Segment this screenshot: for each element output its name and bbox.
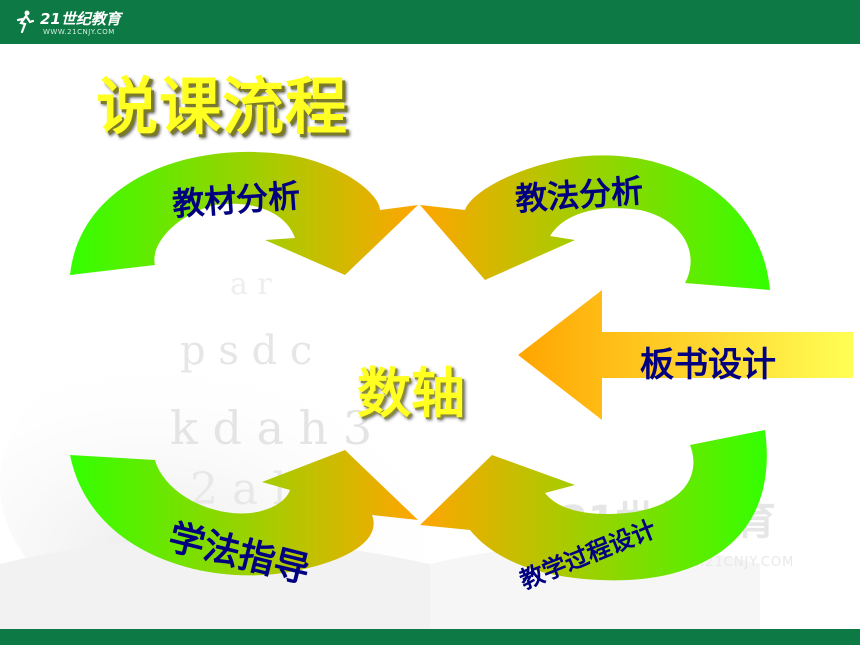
logo-text: 21世纪教育 — [40, 10, 121, 28]
label-board-design: 板书设计 — [640, 345, 776, 385]
slide-title: 说课流程 — [96, 70, 349, 143]
center-topic: 数轴 — [357, 362, 465, 425]
top-header-bar: 21世纪教育 WWW.21CNJY.COM — [0, 0, 860, 44]
arrow-curve-teaching-method — [420, 155, 770, 290]
arrow-curve-learning-method — [70, 450, 418, 576]
brand-logo[interactable]: 21世纪教育 WWW.21CNJY.COM — [10, 4, 130, 42]
label-teaching-method: 教法分析 — [513, 171, 645, 219]
label-textbook-analysis: 教材分析 — [170, 176, 302, 224]
runner-logo-icon — [16, 10, 34, 34]
arrow-curve-teaching-process — [420, 430, 767, 581]
logo-url: WWW.21CNJY.COM — [43, 28, 115, 36]
arrow-left-board-design — [518, 290, 853, 420]
bottom-bar — [0, 629, 860, 645]
arrow-curve-textbook-analysis — [70, 151, 418, 275]
